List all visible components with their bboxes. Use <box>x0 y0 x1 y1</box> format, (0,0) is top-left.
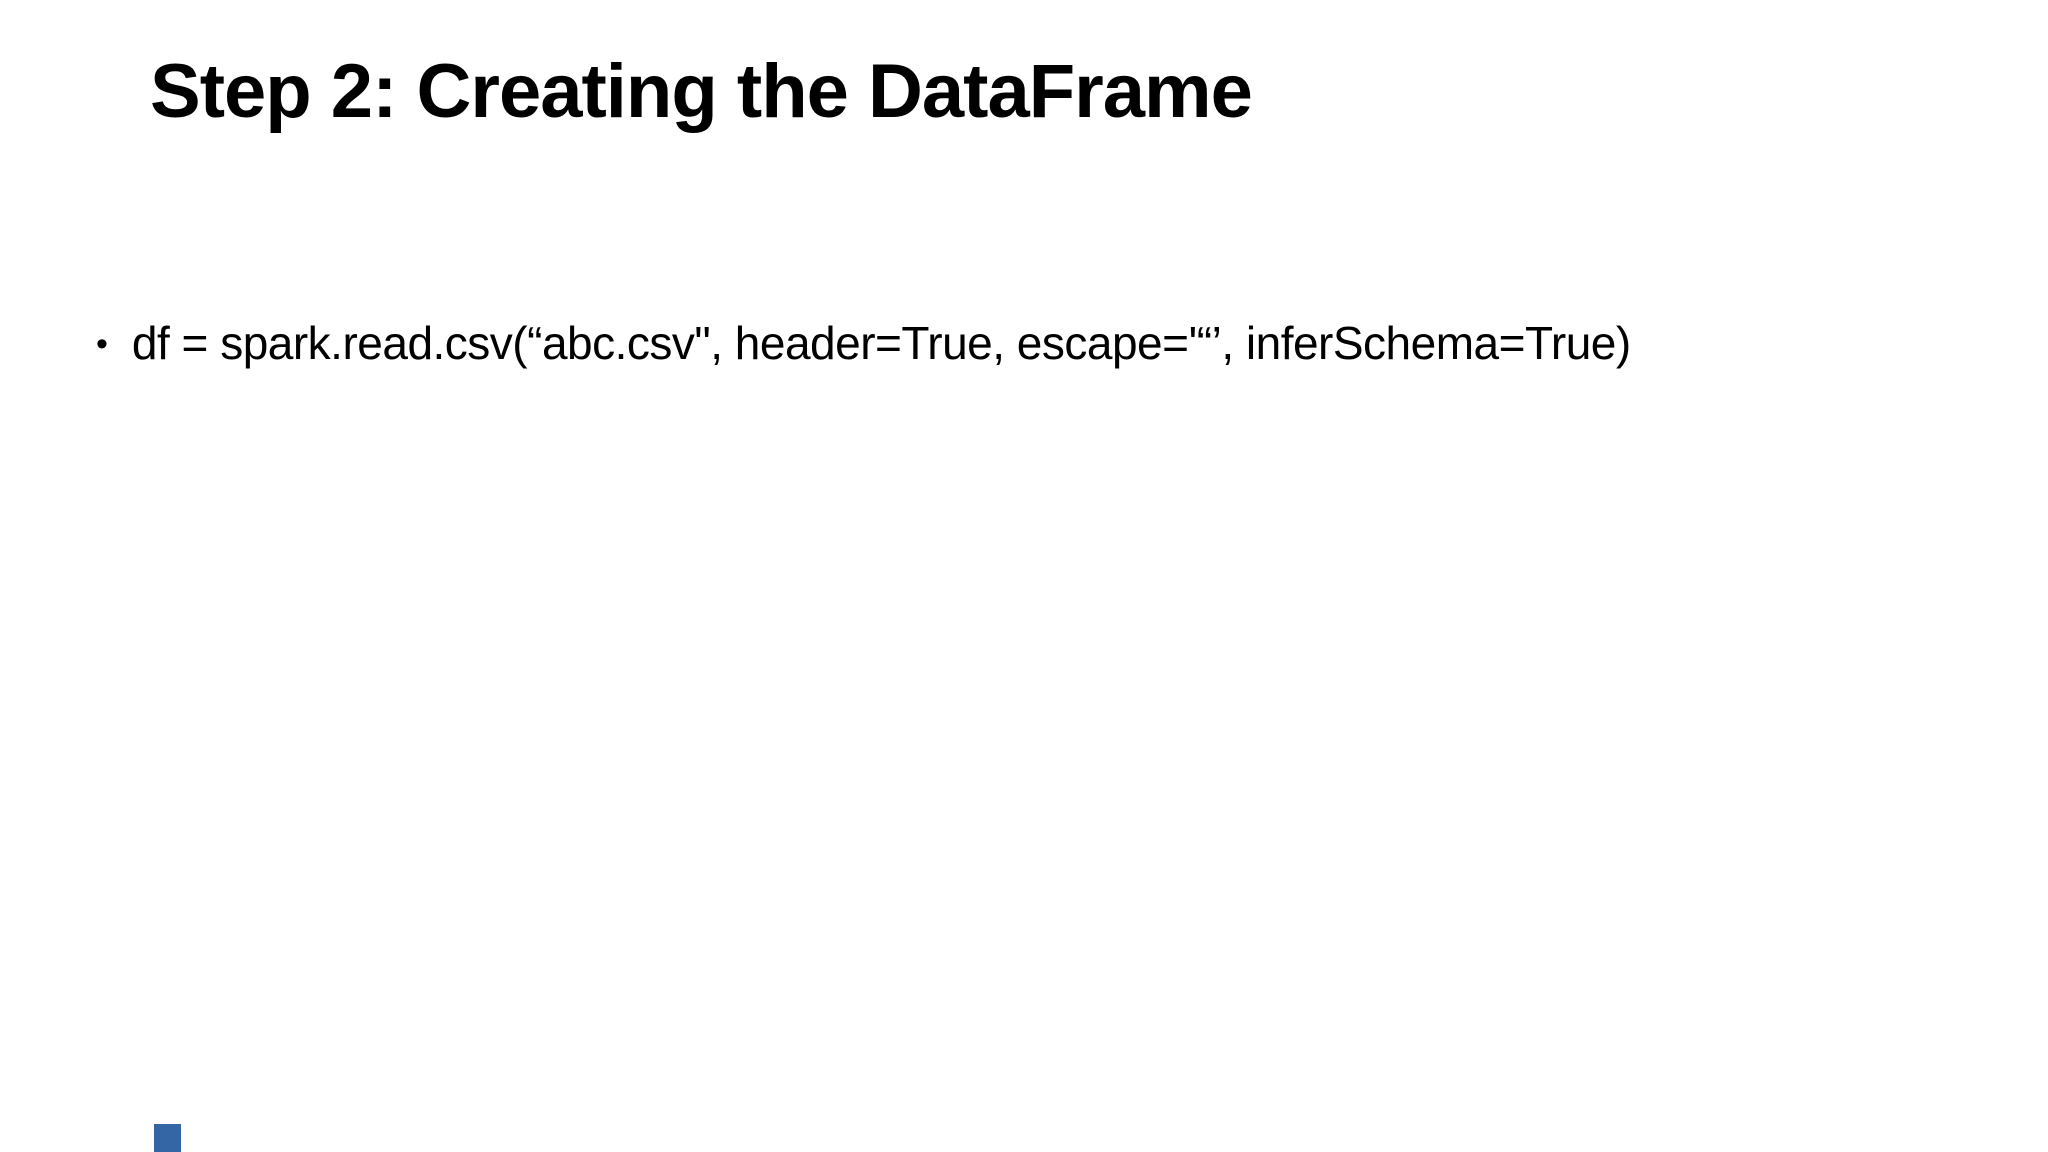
slide-accent-square <box>154 1124 181 1152</box>
bullet-marker: • <box>96 324 108 363</box>
slide-title: Step 2: Creating the DataFrame <box>150 49 1253 134</box>
bullet-text: df = spark.read.csv(“abc.csv", header=Tr… <box>131 317 1631 369</box>
bullet-list-item: • df = spark.read.csv(“abc.csv", header=… <box>96 314 1631 374</box>
